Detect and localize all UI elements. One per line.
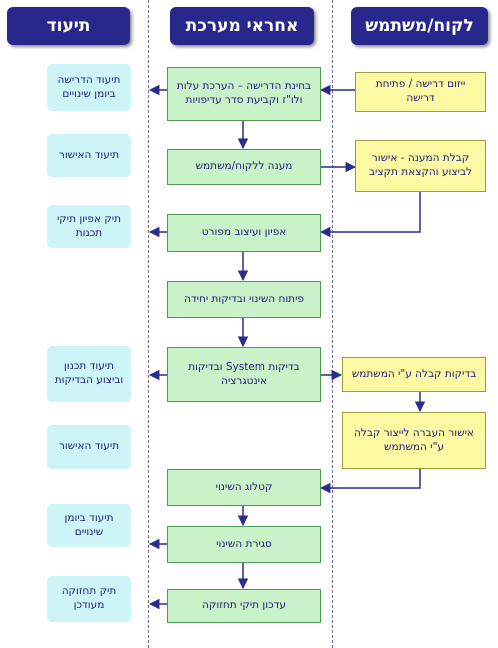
doc-approval-1: תיעוד האישור xyxy=(47,134,131,177)
doc-approval-2: תיעוד האישור xyxy=(47,425,131,469)
doc-spec-file: תיק אפיון תיקי תכנות xyxy=(47,205,131,248)
lane-separator-left xyxy=(148,0,149,648)
customer-acceptance-tests: בדיקות קבלה ע"י המשתמש xyxy=(342,357,486,392)
customer-receive-answer: קבלת המענה - אישור לביצוע והקצאת תקציב xyxy=(355,140,486,192)
header-customer-user: לקוח/משתמש xyxy=(351,7,488,45)
customer-initiate-request: ייזום דרישה / פתיחת דרישה xyxy=(355,72,486,112)
process-review-request: בחינת הדרישה – הערכת עלות ולו"ז וקביעת ס… xyxy=(167,67,321,121)
header-system-owners: אחראי מערכת xyxy=(170,7,314,45)
process-change-catalog: קטלוג השינוי xyxy=(167,469,321,506)
process-development-unit-tests: פיתוח השינוי ובדיקות יחידה xyxy=(167,281,321,318)
header-documentation: תיעוד xyxy=(7,7,130,45)
process-answer-customer: מענה ללקוח/משתמש xyxy=(167,149,321,185)
process-specification-design: אפיון ועיצוב מפורט xyxy=(167,214,321,252)
process-update-maintenance-file: עדכון תיקי תחזוקה xyxy=(167,589,321,623)
arrow-approval-to-catalog xyxy=(319,469,421,494)
doc-updated-maintenance-file: תיק תחזוקה מעודכן xyxy=(47,576,131,622)
arrow-receive-to-spec xyxy=(319,192,421,238)
customer-production-approval: אישור העברה לייצור קבלה ע"י המשתמש xyxy=(342,412,486,469)
process-change-closure: סגירת השינוי xyxy=(167,526,321,563)
lane-separator-right xyxy=(332,0,333,648)
process-system-integration-tests: בדיקות System ובדיקות אינטגרציה xyxy=(167,347,321,402)
doc-change-log: תיעוד ביומן שינויים xyxy=(47,504,131,547)
doc-request-log: תיעוד הדרישה ביומן שינויים xyxy=(47,64,131,111)
doc-test-plan: תיעוד תכנון וביצוע הבדיקות xyxy=(47,346,131,402)
